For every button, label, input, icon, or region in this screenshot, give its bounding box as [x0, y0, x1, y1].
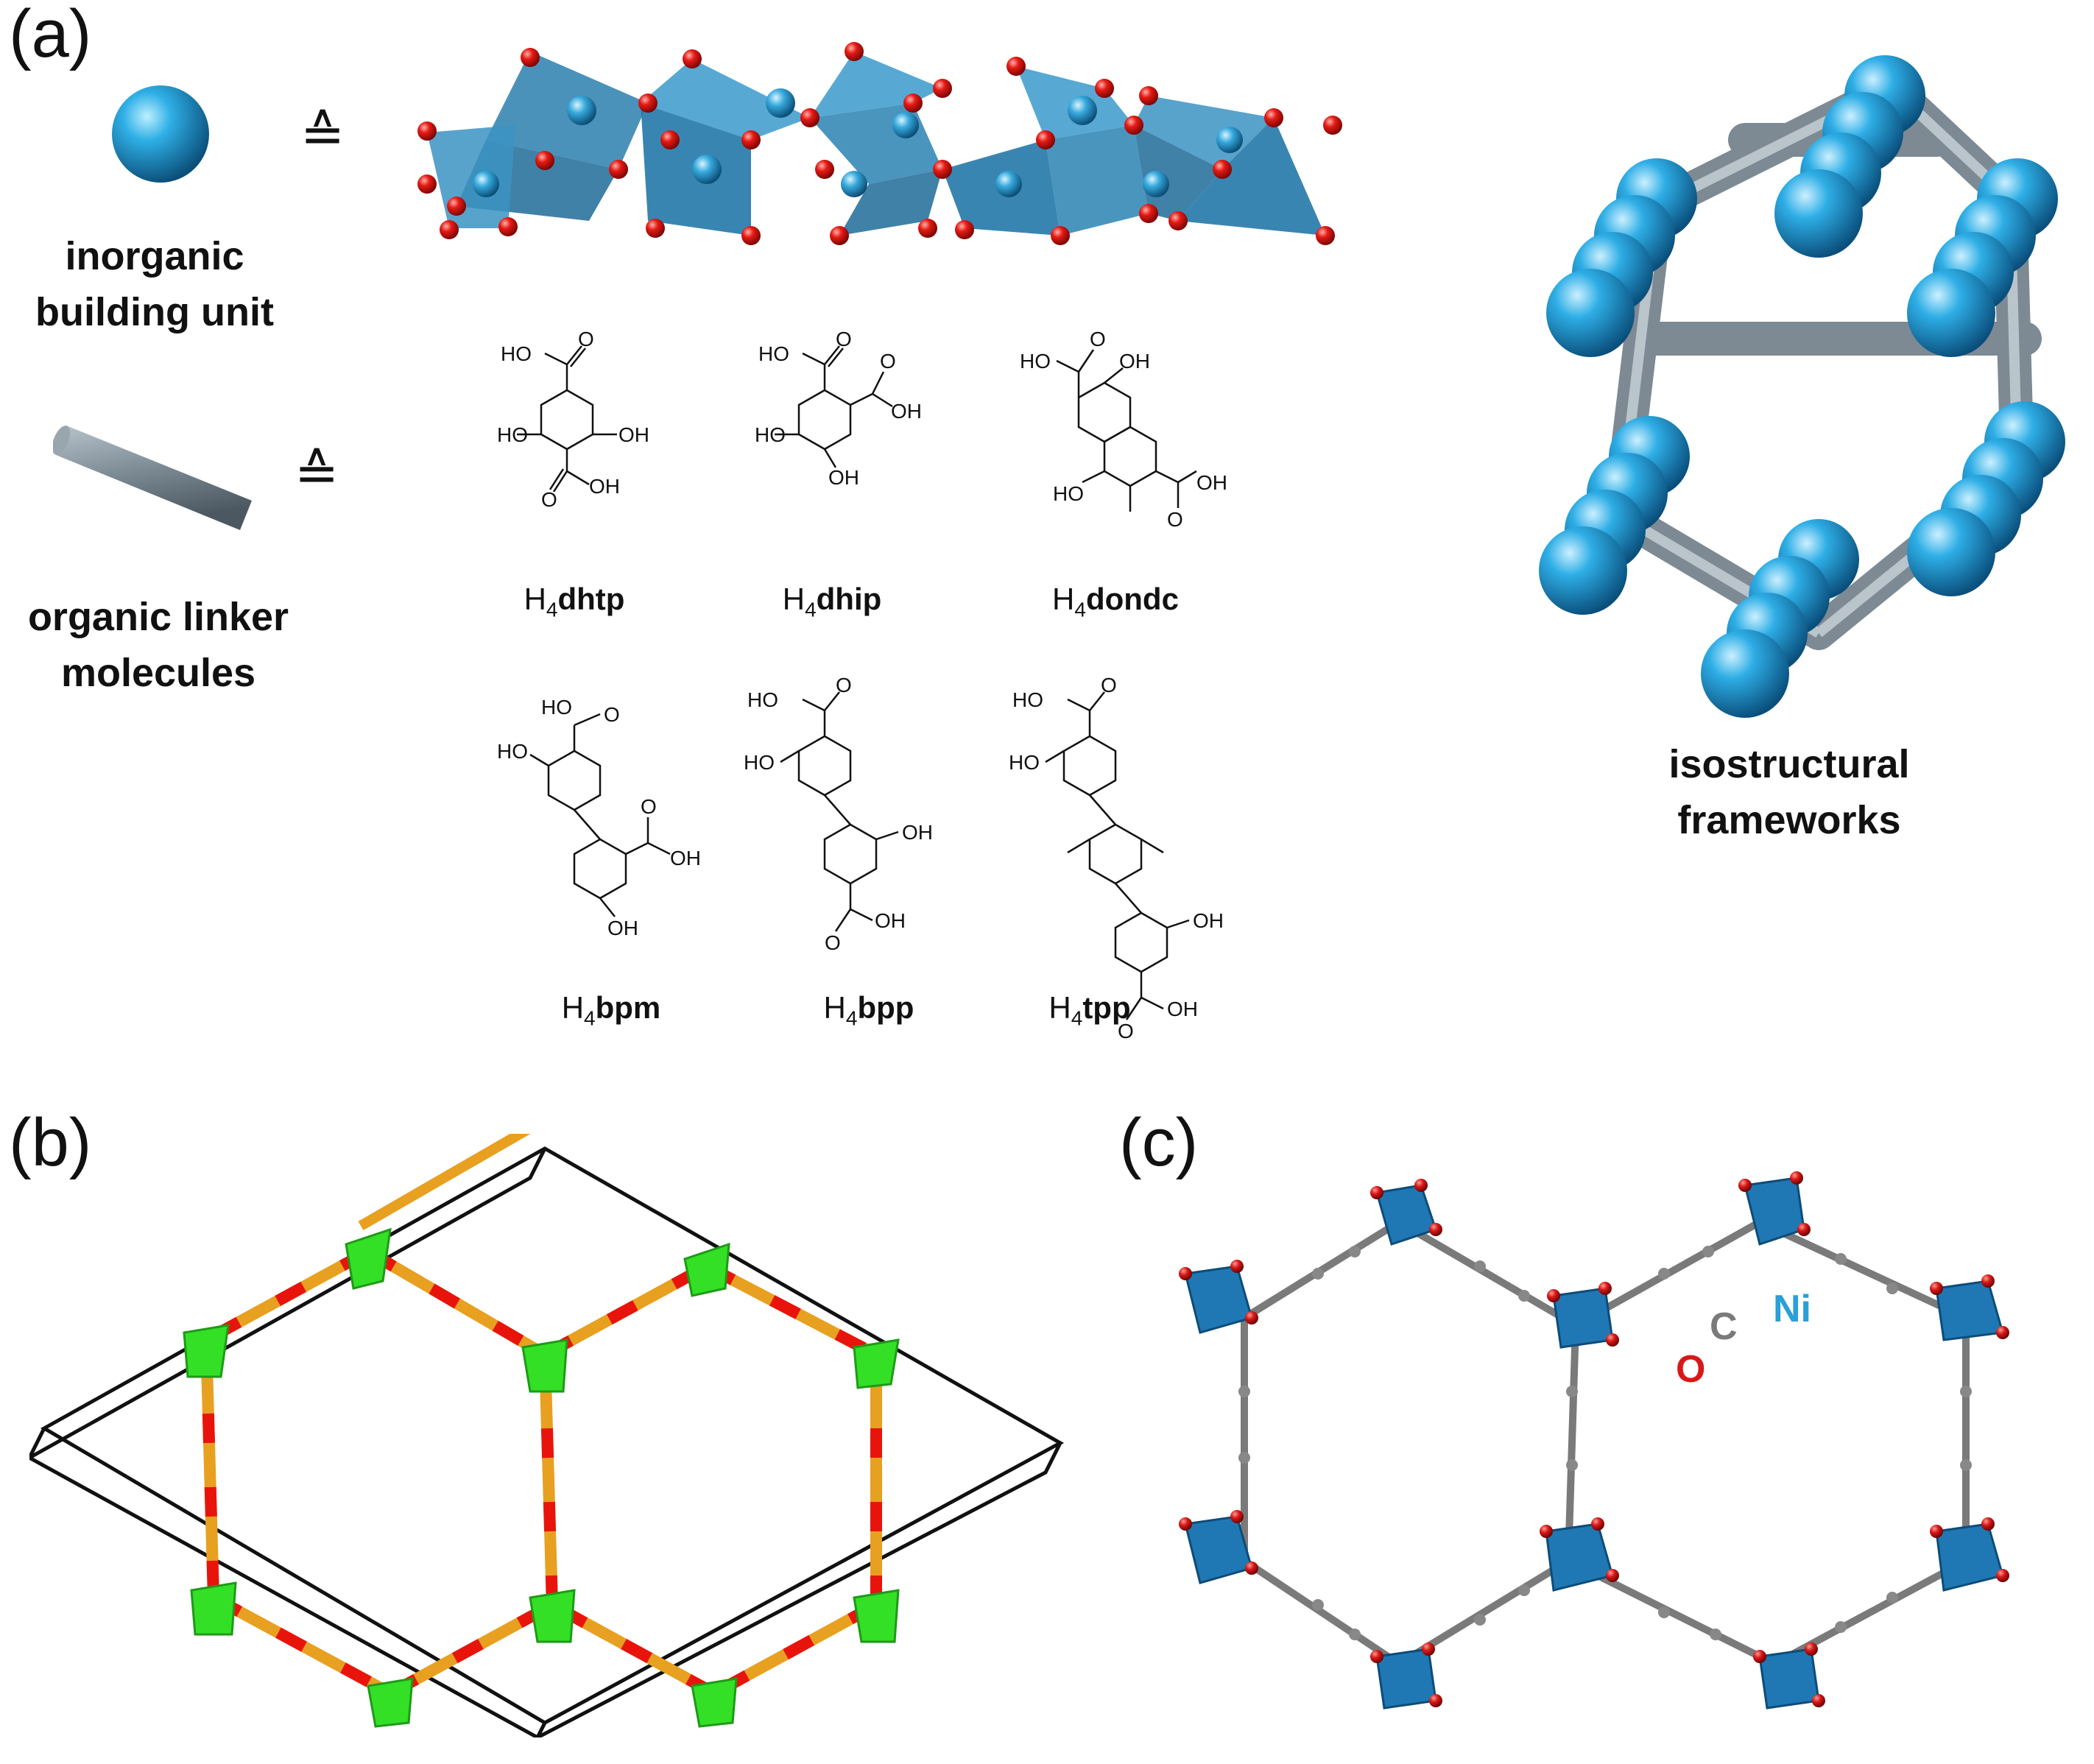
atom-label: O — [836, 674, 852, 696]
atom-label: HO — [758, 342, 789, 365]
inorganic-chain — [417, 42, 1342, 245]
atom-label: OH — [828, 466, 859, 489]
atom-label: HO — [1009, 751, 1040, 774]
atom-label: O — [604, 703, 620, 726]
linker-label-dhtp: H4dhtp — [524, 582, 625, 621]
organic-label-line1: organic linker — [27, 595, 289, 639]
organic-label-line2: molecules — [60, 651, 256, 695]
equivalence-symbol-1: ≙ — [300, 103, 345, 165]
legend-nickel: Ni — [1773, 1288, 1811, 1330]
equivalence-symbol-2: ≙ — [295, 442, 339, 504]
atom-label: HO — [1053, 482, 1084, 505]
atom-label: O — [1118, 1020, 1134, 1042]
organic-rod-icon — [53, 426, 252, 530]
atom-label: O — [578, 328, 594, 350]
legend-carbon: C — [1710, 1305, 1738, 1348]
atom-label: OH — [875, 909, 906, 932]
organic-label: organic linker molecules — [7, 589, 309, 701]
atom-label: OH — [589, 475, 620, 498]
frameworks-label-line1: isostructural — [1668, 742, 1910, 786]
frameworks-label: isostructural frameworks — [1642, 736, 1936, 848]
linker-label-bpm: H4bpm — [561, 990, 661, 1030]
green-polyhedra — [183, 1227, 900, 1728]
ni-atoms — [473, 88, 1243, 197]
bpp-structure — [780, 691, 899, 932]
linker-label-dhip: H4dhip — [782, 582, 882, 621]
atom-label: OH — [891, 400, 922, 423]
framework-nodes — [1539, 55, 2065, 718]
atom-label: OH — [1119, 350, 1150, 373]
panel-a-label: (a) — [9, 0, 92, 71]
panel-b-label: (b) — [9, 1105, 92, 1180]
legend-oxygen: O — [1676, 1348, 1706, 1391]
inorganic-sphere-icon — [112, 85, 209, 183]
unit-cell-diagram — [29, 1134, 1065, 1737]
dhip-structure — [775, 345, 893, 468]
atom-label: OH — [1196, 471, 1227, 494]
atom-label: HO — [497, 423, 528, 446]
atom-label: HO — [755, 423, 786, 446]
octahedron-2 — [427, 125, 515, 228]
atom-label: OH — [618, 423, 649, 446]
atom-label: HO — [497, 740, 528, 763]
atom-label: OH — [1167, 998, 1198, 1020]
atom-label: HO — [747, 688, 778, 711]
atom-label: O — [1101, 674, 1117, 696]
oxygen-atoms-c — [1179, 1171, 2009, 1707]
frameworks-label-line2: frameworks — [1677, 798, 1901, 842]
carbon-atoms — [1238, 1246, 1972, 1640]
linker-label-bpp: H4bpp — [823, 990, 914, 1030]
dhtp-structure — [517, 345, 617, 493]
hexagon-links — [358, 1134, 651, 1231]
atom-label: O — [825, 931, 841, 954]
ni-polyhedra — [1184, 1176, 2004, 1710]
atom-label: O — [880, 350, 896, 373]
atom-label: O — [836, 328, 852, 350]
inorganic-label-line2: building unit — [35, 290, 274, 334]
atom-label: OH — [902, 821, 933, 844]
ni-framework-diagram — [1179, 1171, 2009, 1710]
atom-label: OH — [1193, 909, 1224, 932]
bpm-structure — [529, 713, 671, 917]
panel-c-label: (c) — [1119, 1105, 1199, 1180]
atom-label: HO — [1020, 350, 1051, 373]
linker-structures: HO O HO OH OH O HO O HO O OH OH HO O OH … — [497, 328, 1227, 1042]
isostructural-framework — [1539, 55, 2065, 718]
atom-label: HO — [744, 751, 775, 774]
atom-label: HO — [1012, 688, 1043, 711]
atom-label: HO — [501, 342, 532, 365]
atom-label: O — [1090, 328, 1106, 350]
atom-label: OH — [607, 917, 638, 939]
atom-label: O — [541, 488, 557, 511]
atom-label: O — [1167, 508, 1183, 531]
atom-label: OH — [670, 847, 701, 869]
dondc-structure — [1056, 349, 1197, 512]
atom-label: HO — [541, 696, 572, 719]
atom-label: O — [641, 795, 657, 818]
inorganic-label: inorganic building unit — [15, 228, 295, 340]
linker-label-dondc: H4dondc — [1052, 582, 1179, 621]
linker-label-tpp: H4tpp — [1048, 990, 1131, 1030]
hexagon-frame — [200, 1246, 882, 1699]
inorganic-label-line1: inorganic — [65, 234, 244, 278]
oxygen-atoms — [417, 42, 1342, 245]
tpp-structure — [1045, 691, 1190, 1020]
